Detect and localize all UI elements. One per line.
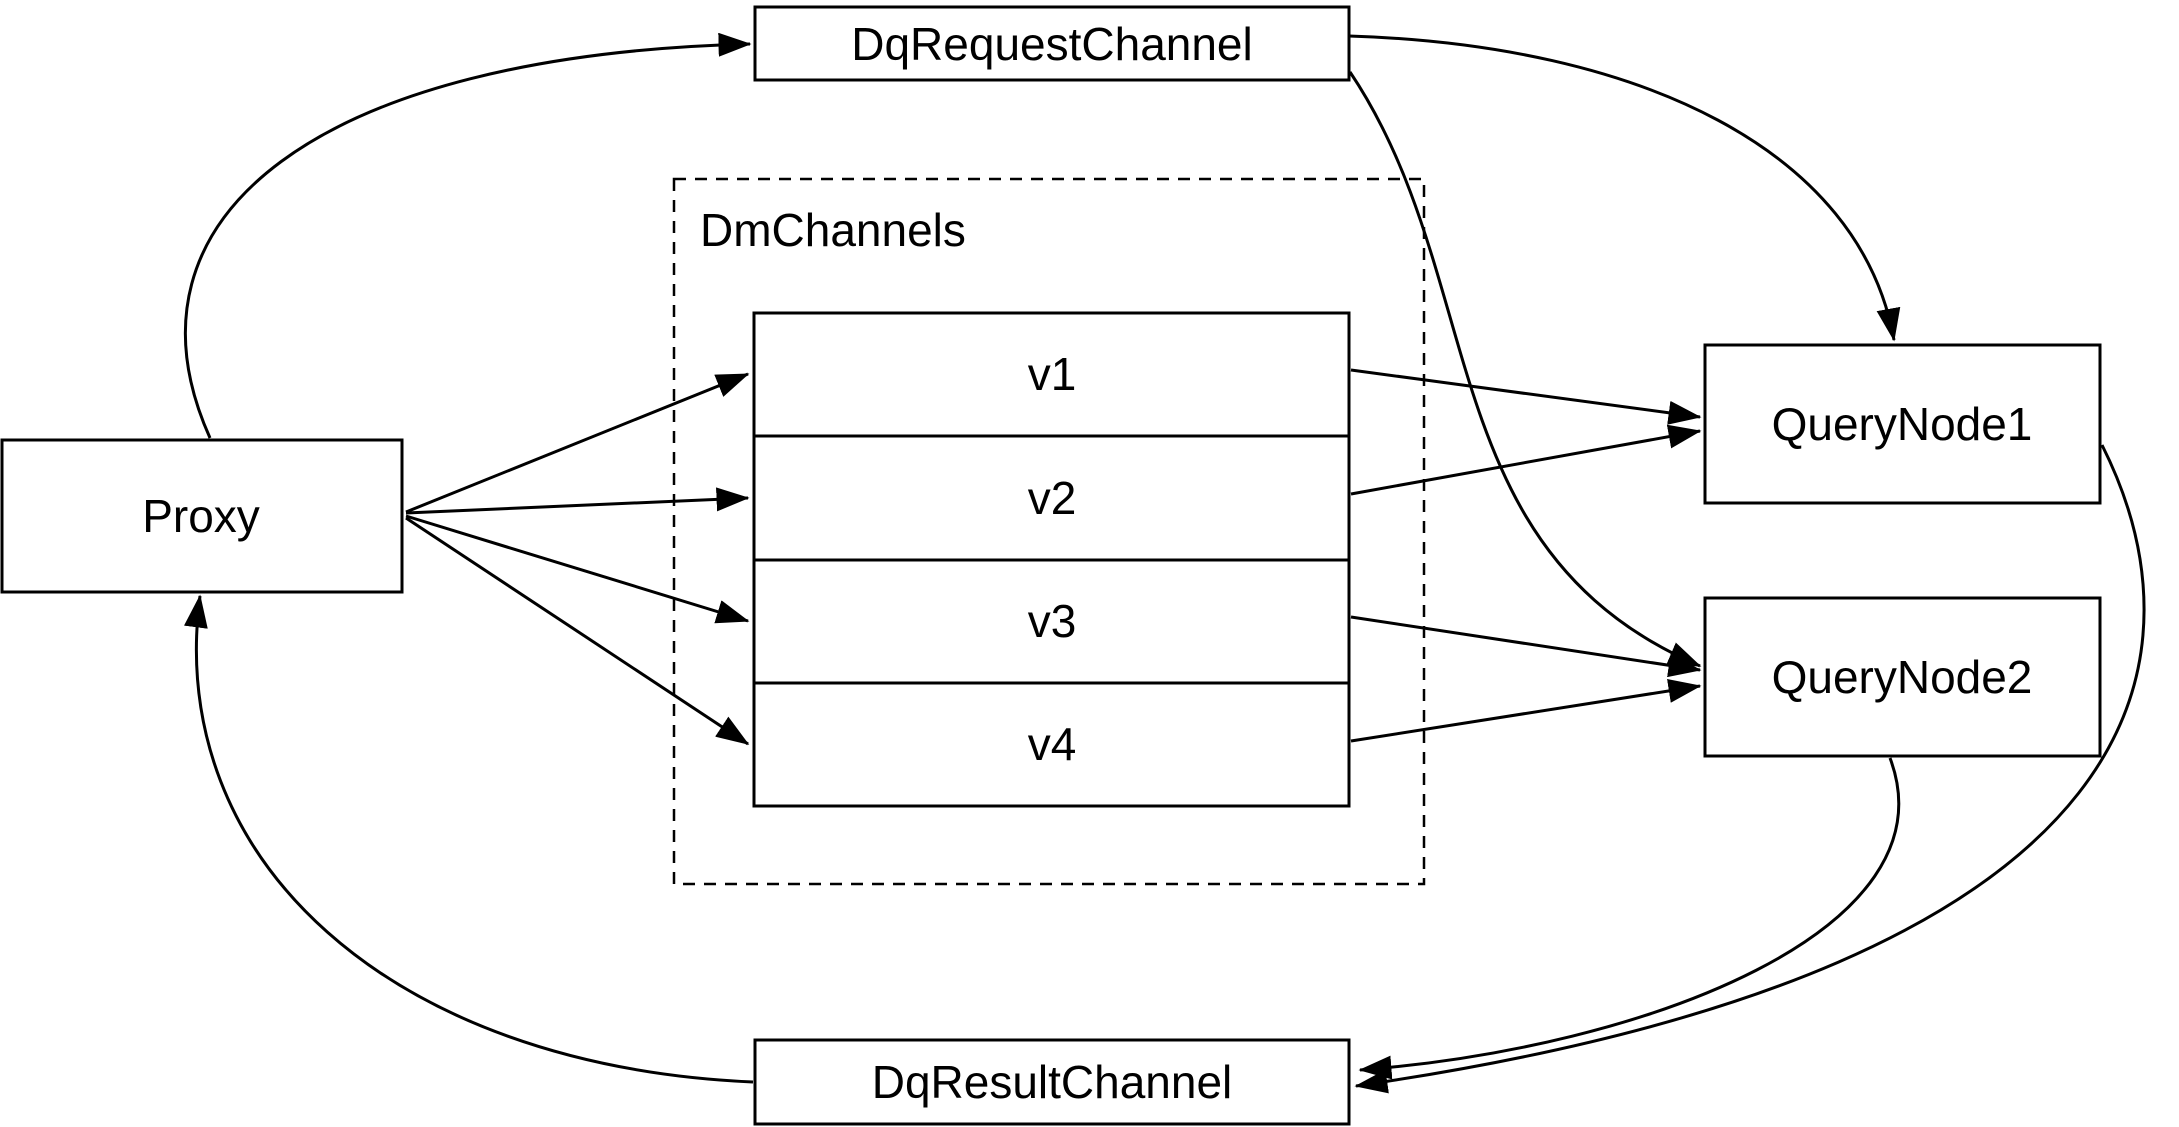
arrow-dq-result-channel-to-proxy <box>183 594 754 1084</box>
dq-result-channel-node: DqResultChannel <box>753 1038 1351 1126</box>
dq-request-channel-label: DqRequestChannel <box>851 18 1253 70</box>
dq-request-channel-box <box>753 5 1351 82</box>
arrow-proxy-to-v3 <box>405 514 750 624</box>
dq-request-channel-node: DqRequestChannel <box>753 5 1351 82</box>
proxy-label: Proxy <box>142 490 260 542</box>
arrow-proxy-to-v2 <box>405 487 750 515</box>
query-node-2-box <box>1703 596 2102 758</box>
query-node-1: QueryNode1 <box>1703 343 2102 505</box>
query-node-1-label: QueryNode1 <box>1772 398 2033 450</box>
proxy-box <box>0 438 404 594</box>
query-node-2-label: QueryNode2 <box>1772 651 2033 703</box>
arrow-v2-to-query-node-1 <box>1350 424 1702 496</box>
arrow-v1-to-query-node-1 <box>1350 368 1702 425</box>
arrow-proxy-to-v4 <box>405 516 750 746</box>
channel-row-v1: v1 <box>1028 348 1077 400</box>
arrow-proxy-to-dq-request-channel <box>183 32 752 439</box>
dq-result-channel-label: DqResultChannel <box>872 1056 1233 1108</box>
query-node-1-box <box>1703 343 2102 505</box>
channel-row-v4: v4 <box>1028 718 1077 770</box>
arrow-query-node-1-to-dq-result-channel <box>1354 444 2146 1094</box>
arrow-v4-to-query-node-2 <box>1350 679 1702 743</box>
arrow-proxy-to-v1 <box>405 372 750 514</box>
channel-row-v2: v2 <box>1028 472 1077 524</box>
dq-result-channel-box <box>753 1038 1351 1126</box>
dm-channels-table: v1 v2 v3 v4 <box>752 311 1351 808</box>
arrow-v3-to-query-node-2 <box>1350 615 1702 678</box>
dm-channels-label: DmChannels <box>700 204 966 256</box>
proxy-node: Proxy <box>0 438 404 594</box>
channel-row-v3: v3 <box>1028 595 1077 647</box>
arrow-query-node-2-to-dq-result-channel <box>1358 757 1901 1080</box>
query-node-2: QueryNode2 <box>1703 596 2102 758</box>
arrow-dq-request-channel-to-query-node-2 <box>1348 71 1702 668</box>
arrow-dq-request-channel-to-query-node-1 <box>1348 34 1901 342</box>
dm-channels-group <box>672 177 1426 886</box>
